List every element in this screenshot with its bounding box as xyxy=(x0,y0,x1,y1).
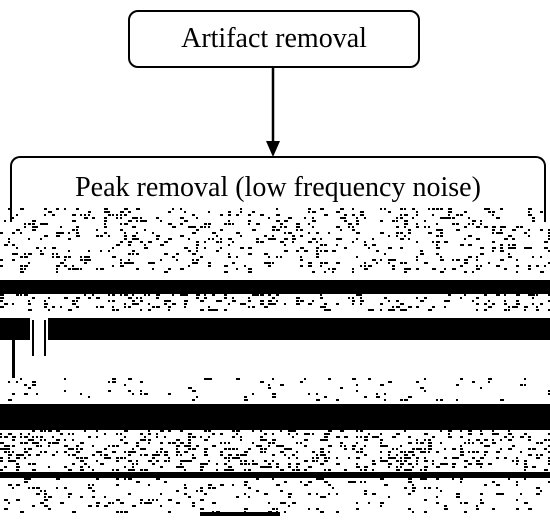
peak-removal-label: Peak removal (low frequency noise) xyxy=(75,172,481,203)
arrowhead-icon xyxy=(266,141,280,157)
peak-removal-node: Peak removal (low frequency noise) xyxy=(10,156,546,222)
artifact-removal-label: Artifact removal xyxy=(181,23,367,54)
artifact-removal-node: Artifact removal xyxy=(128,10,420,68)
